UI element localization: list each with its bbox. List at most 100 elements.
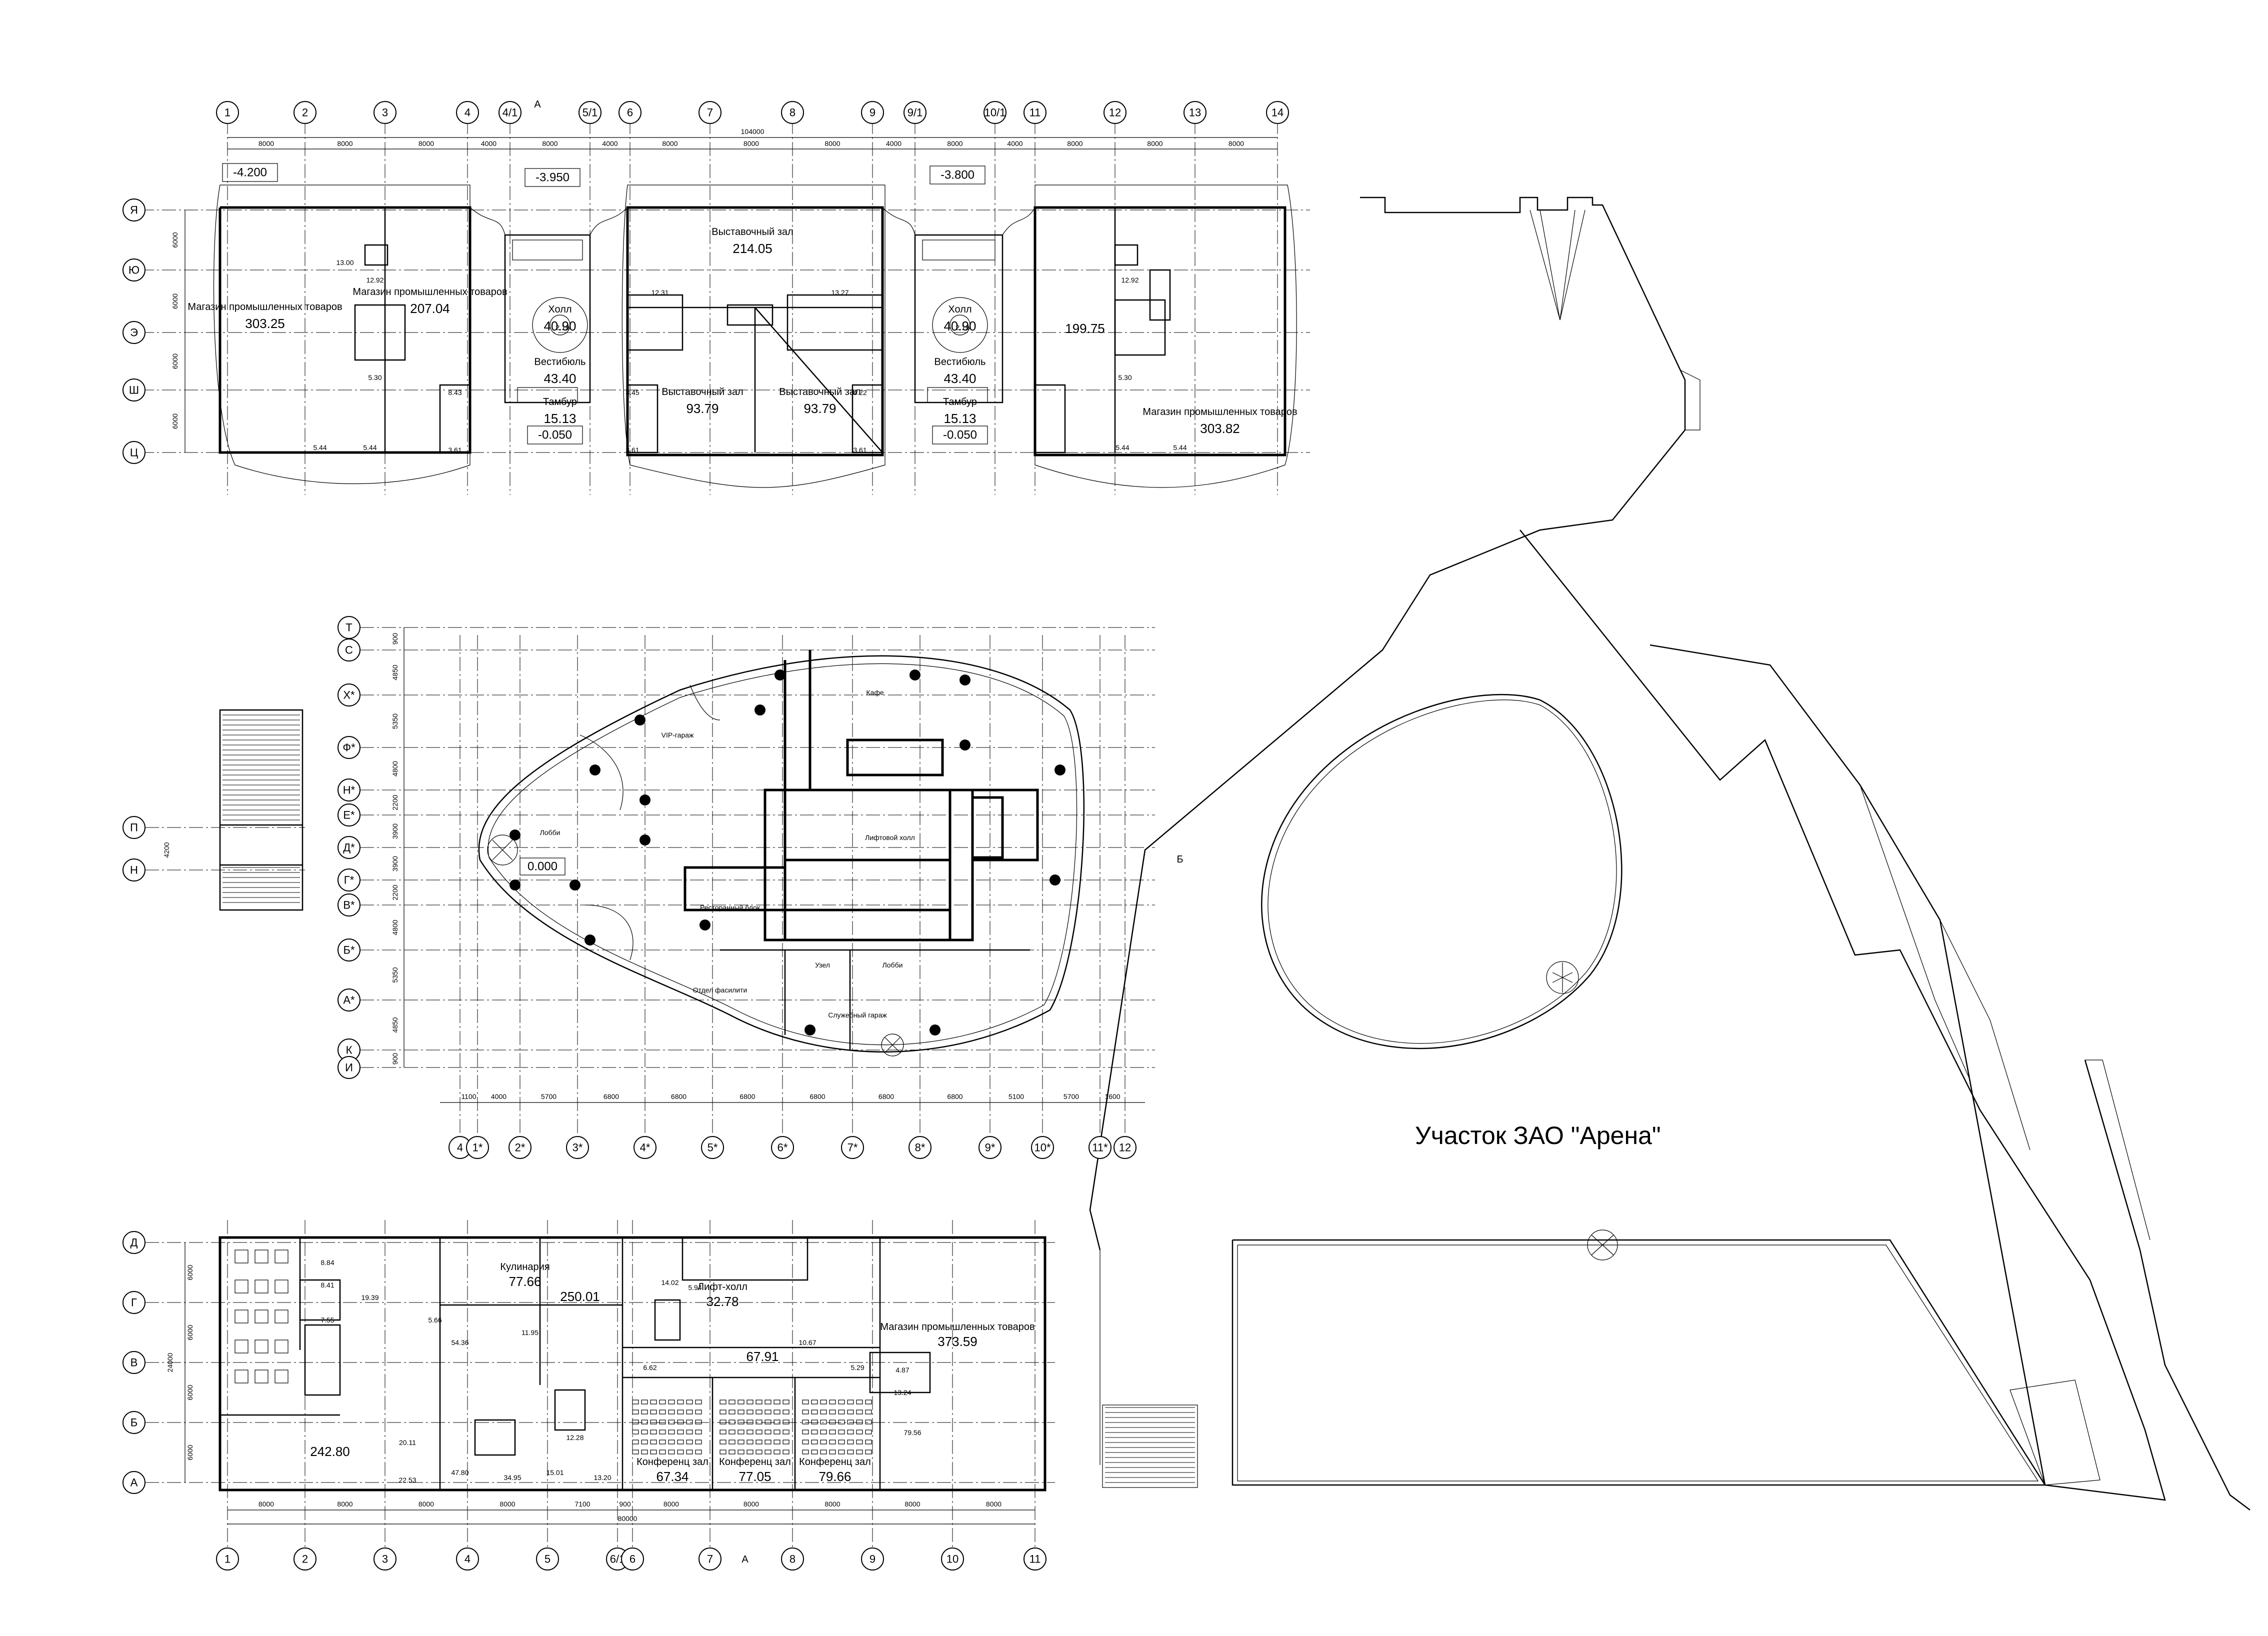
seat — [668, 1410, 675, 1414]
structural-column — [584, 934, 596, 946]
small-area: 19.39 — [361, 1294, 378, 1302]
bot-col-axis-bubble-label: 6 — [630, 1553, 636, 1566]
room-area: 15.13 — [944, 411, 976, 426]
small-area: 3.61 — [448, 446, 462, 454]
seat — [774, 1450, 780, 1454]
mid-row-axis-bubble-circle — [338, 804, 360, 826]
mid-row-dim: 5350 — [391, 967, 399, 982]
seat — [650, 1440, 657, 1444]
room-area: 79.66 — [818, 1469, 851, 1484]
seat — [838, 1410, 845, 1414]
small-area: 4.87 — [896, 1366, 909, 1374]
top-row-axis-bubble: Э — [122, 321, 146, 344]
site-label: Участок ЗАО "Арена" — [1415, 1122, 1661, 1150]
room-name: Магазин промышленных товаров — [352, 286, 507, 298]
top-col-axis-bubble: 14 — [1266, 101, 1289, 124]
mid-row-axis-bubble-circle — [338, 894, 360, 916]
mid-room-name: Ресторанный блок — [700, 904, 760, 912]
bot-row-axis-bubble-circle — [122, 1291, 146, 1314]
bot-col-axis-bubble-label: 5 — [544, 1553, 550, 1566]
top-col-axis-bubble-label: 4 — [464, 106, 470, 119]
middle-block — [478, 650, 1085, 1056]
top-col-axis-bubble-label: 4/1 — [502, 106, 518, 119]
seat — [686, 1440, 693, 1444]
small-area: 3.61 — [626, 446, 639, 454]
bot-bay-dim: 8000 — [337, 1500, 352, 1508]
room-name: Конференц зал — [719, 1456, 791, 1468]
mid-col-axis-bubble-circle — [978, 1136, 1002, 1159]
seat — [695, 1400, 702, 1404]
mid-row-dim: 900 — [391, 633, 399, 645]
seat — [668, 1420, 675, 1424]
seat — [856, 1410, 863, 1414]
seat — [764, 1410, 772, 1414]
side-axis-bubble-label: П — [130, 822, 138, 834]
top-row-axis-bubble-label: Ш — [129, 384, 139, 396]
stadium-stand — [1102, 1230, 2100, 1488]
seat — [856, 1430, 863, 1434]
seat — [659, 1440, 666, 1444]
structural-column — [570, 880, 580, 890]
mid-row-axis-bubble-label: Х* — [343, 689, 355, 702]
structural-column — [804, 1024, 816, 1036]
mid-col-axis-bubble-label: 6* — [778, 1142, 788, 1154]
top-bay-dim: 4000 — [886, 140, 902, 148]
seat — [738, 1420, 744, 1424]
bot-row-axis-bubble: Б — [122, 1411, 146, 1434]
seat — [865, 1430, 872, 1434]
seat — [829, 1420, 836, 1424]
top-bay-dim: 8000 — [418, 140, 434, 148]
seat — [632, 1430, 639, 1434]
mid-row-dim: 3900 — [391, 824, 399, 839]
room-name: Магазин промышленных товаров — [880, 1322, 1034, 1332]
small-area: 14.02 — [661, 1278, 678, 1286]
bot-col-axis-bubble-circle — [781, 1548, 804, 1570]
seat — [820, 1410, 827, 1414]
small-area: 8.41 — [320, 1281, 334, 1289]
cafe-table — [254, 1250, 268, 1264]
mid-col-axis-bubble-circle — [466, 1136, 489, 1159]
cafe-table — [274, 1310, 288, 1324]
top-col-axis-bubble-label: 14 — [1272, 106, 1284, 119]
room-area: 40.90 — [544, 318, 576, 334]
seat — [695, 1430, 702, 1434]
seat — [811, 1430, 818, 1434]
mid-row-axis-bubble-label: А* — [343, 994, 355, 1006]
bot-row-axis-bubble-circle — [122, 1351, 146, 1374]
seat — [720, 1430, 726, 1434]
structural-column — [590, 764, 600, 776]
bot-col-axis-bubble-circle — [374, 1548, 396, 1570]
top-col-axis-bubble: 8 — [781, 101, 804, 124]
bot-row-axis-bubble-label: Б — [130, 1416, 138, 1429]
mid-row-dim: 3900 — [391, 856, 399, 872]
seat — [865, 1450, 872, 1454]
mid-row-axis-bubble-circle — [338, 938, 360, 962]
mid-row-axis-bubble: Б* — [338, 938, 360, 962]
seat — [728, 1420, 736, 1424]
room-area: 207.04 — [410, 301, 450, 316]
seat — [838, 1430, 845, 1434]
structural-column — [510, 880, 520, 890]
seat — [802, 1440, 809, 1444]
bot-col-axis-bubble: 6 — [621, 1548, 644, 1570]
seat — [847, 1430, 854, 1434]
mid-col-dim: 6800 — [810, 1092, 825, 1100]
cafe-table — [274, 1250, 288, 1264]
room-name: Магазин промышленных товаров — [1142, 406, 1297, 418]
top-col-axis-bubble-label: 3 — [382, 106, 388, 119]
room-name: Магазин промышленных товаров — [188, 302, 342, 312]
cafe-table — [274, 1370, 288, 1384]
top-bay-dim: 8000 — [542, 140, 558, 148]
mid-room-name: Лобби — [882, 961, 903, 969]
top-row-axis-bubble: Ц — [122, 441, 146, 464]
bot-bay-dim: 8000 — [824, 1500, 840, 1508]
bot-col-axis-bubble: 10 — [941, 1548, 964, 1570]
mid-room-name: Кафе — [866, 688, 884, 696]
top-col-axis-bubble-circle — [498, 101, 522, 124]
top-col-axis-bubble: 10/1 — [984, 101, 1006, 124]
top-row-dim: 6000 — [171, 294, 179, 309]
seat — [829, 1440, 836, 1444]
bot-col-axis-bubble-circle — [456, 1548, 479, 1570]
bot-col-axis-bubble-circle — [861, 1548, 884, 1570]
